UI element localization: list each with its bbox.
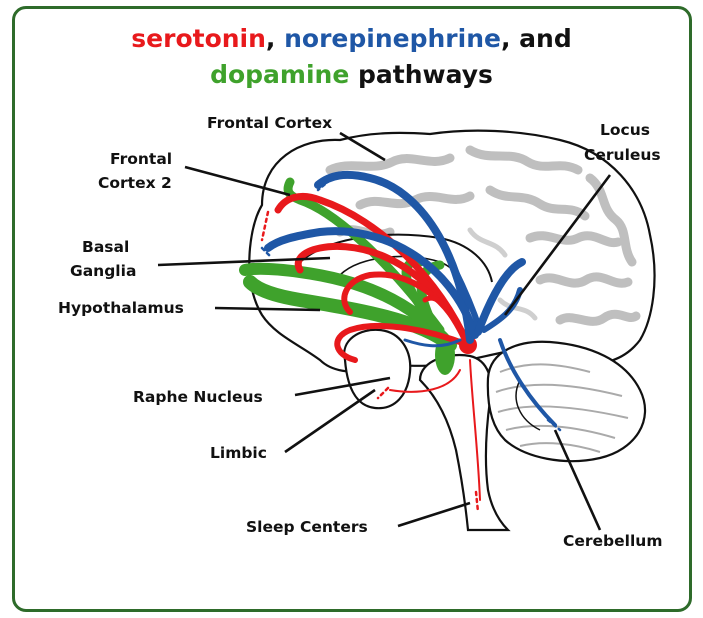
- label-basal-ganglia-line2: Ganglia: [70, 262, 136, 280]
- label-sleep-centers: Sleep Centers: [246, 518, 368, 536]
- label-locus-ceruleus-line2: Ceruleus: [584, 146, 661, 164]
- label-frontal-cortex-2-line2: Cortex 2: [98, 174, 172, 192]
- label-locus-ceruleus-line1: Locus: [600, 121, 650, 139]
- label-frontal-cortex: Frontal Cortex: [207, 114, 332, 132]
- label-basal-ganglia-line1: Basal: [82, 238, 129, 256]
- pons: [344, 330, 410, 408]
- cerebellum-shape: [488, 342, 645, 461]
- label-hypothalamus: Hypothalamus: [58, 299, 184, 317]
- label-cerebellum: Cerebellum: [563, 532, 662, 550]
- label-frontal-cortex-2-line1: Frontal: [110, 150, 172, 168]
- label-raphe-nucleus: Raphe Nucleus: [133, 388, 263, 406]
- label-limbic: Limbic: [210, 444, 267, 462]
